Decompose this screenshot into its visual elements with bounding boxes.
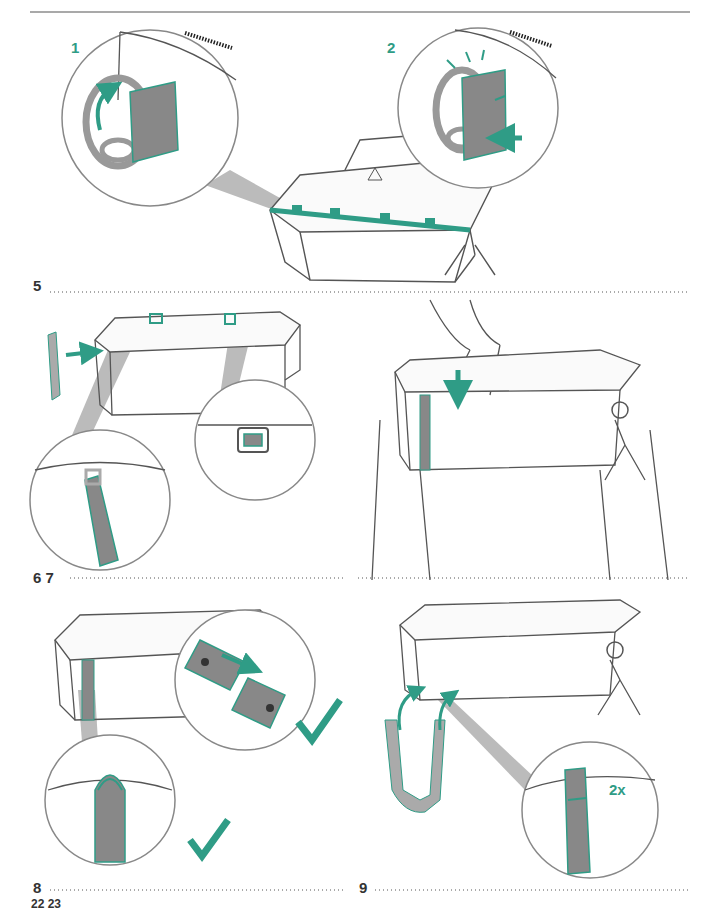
step-number: 9	[358, 880, 368, 897]
repeat-count: 2x	[608, 782, 627, 799]
step-detail-number: 1	[70, 40, 80, 57]
page-number: 22 23	[30, 898, 62, 911]
step-number: 6 7	[32, 570, 55, 587]
step-number: 8	[32, 880, 42, 897]
step-detail-number: 2	[386, 40, 396, 57]
step-number: 5	[32, 278, 42, 295]
